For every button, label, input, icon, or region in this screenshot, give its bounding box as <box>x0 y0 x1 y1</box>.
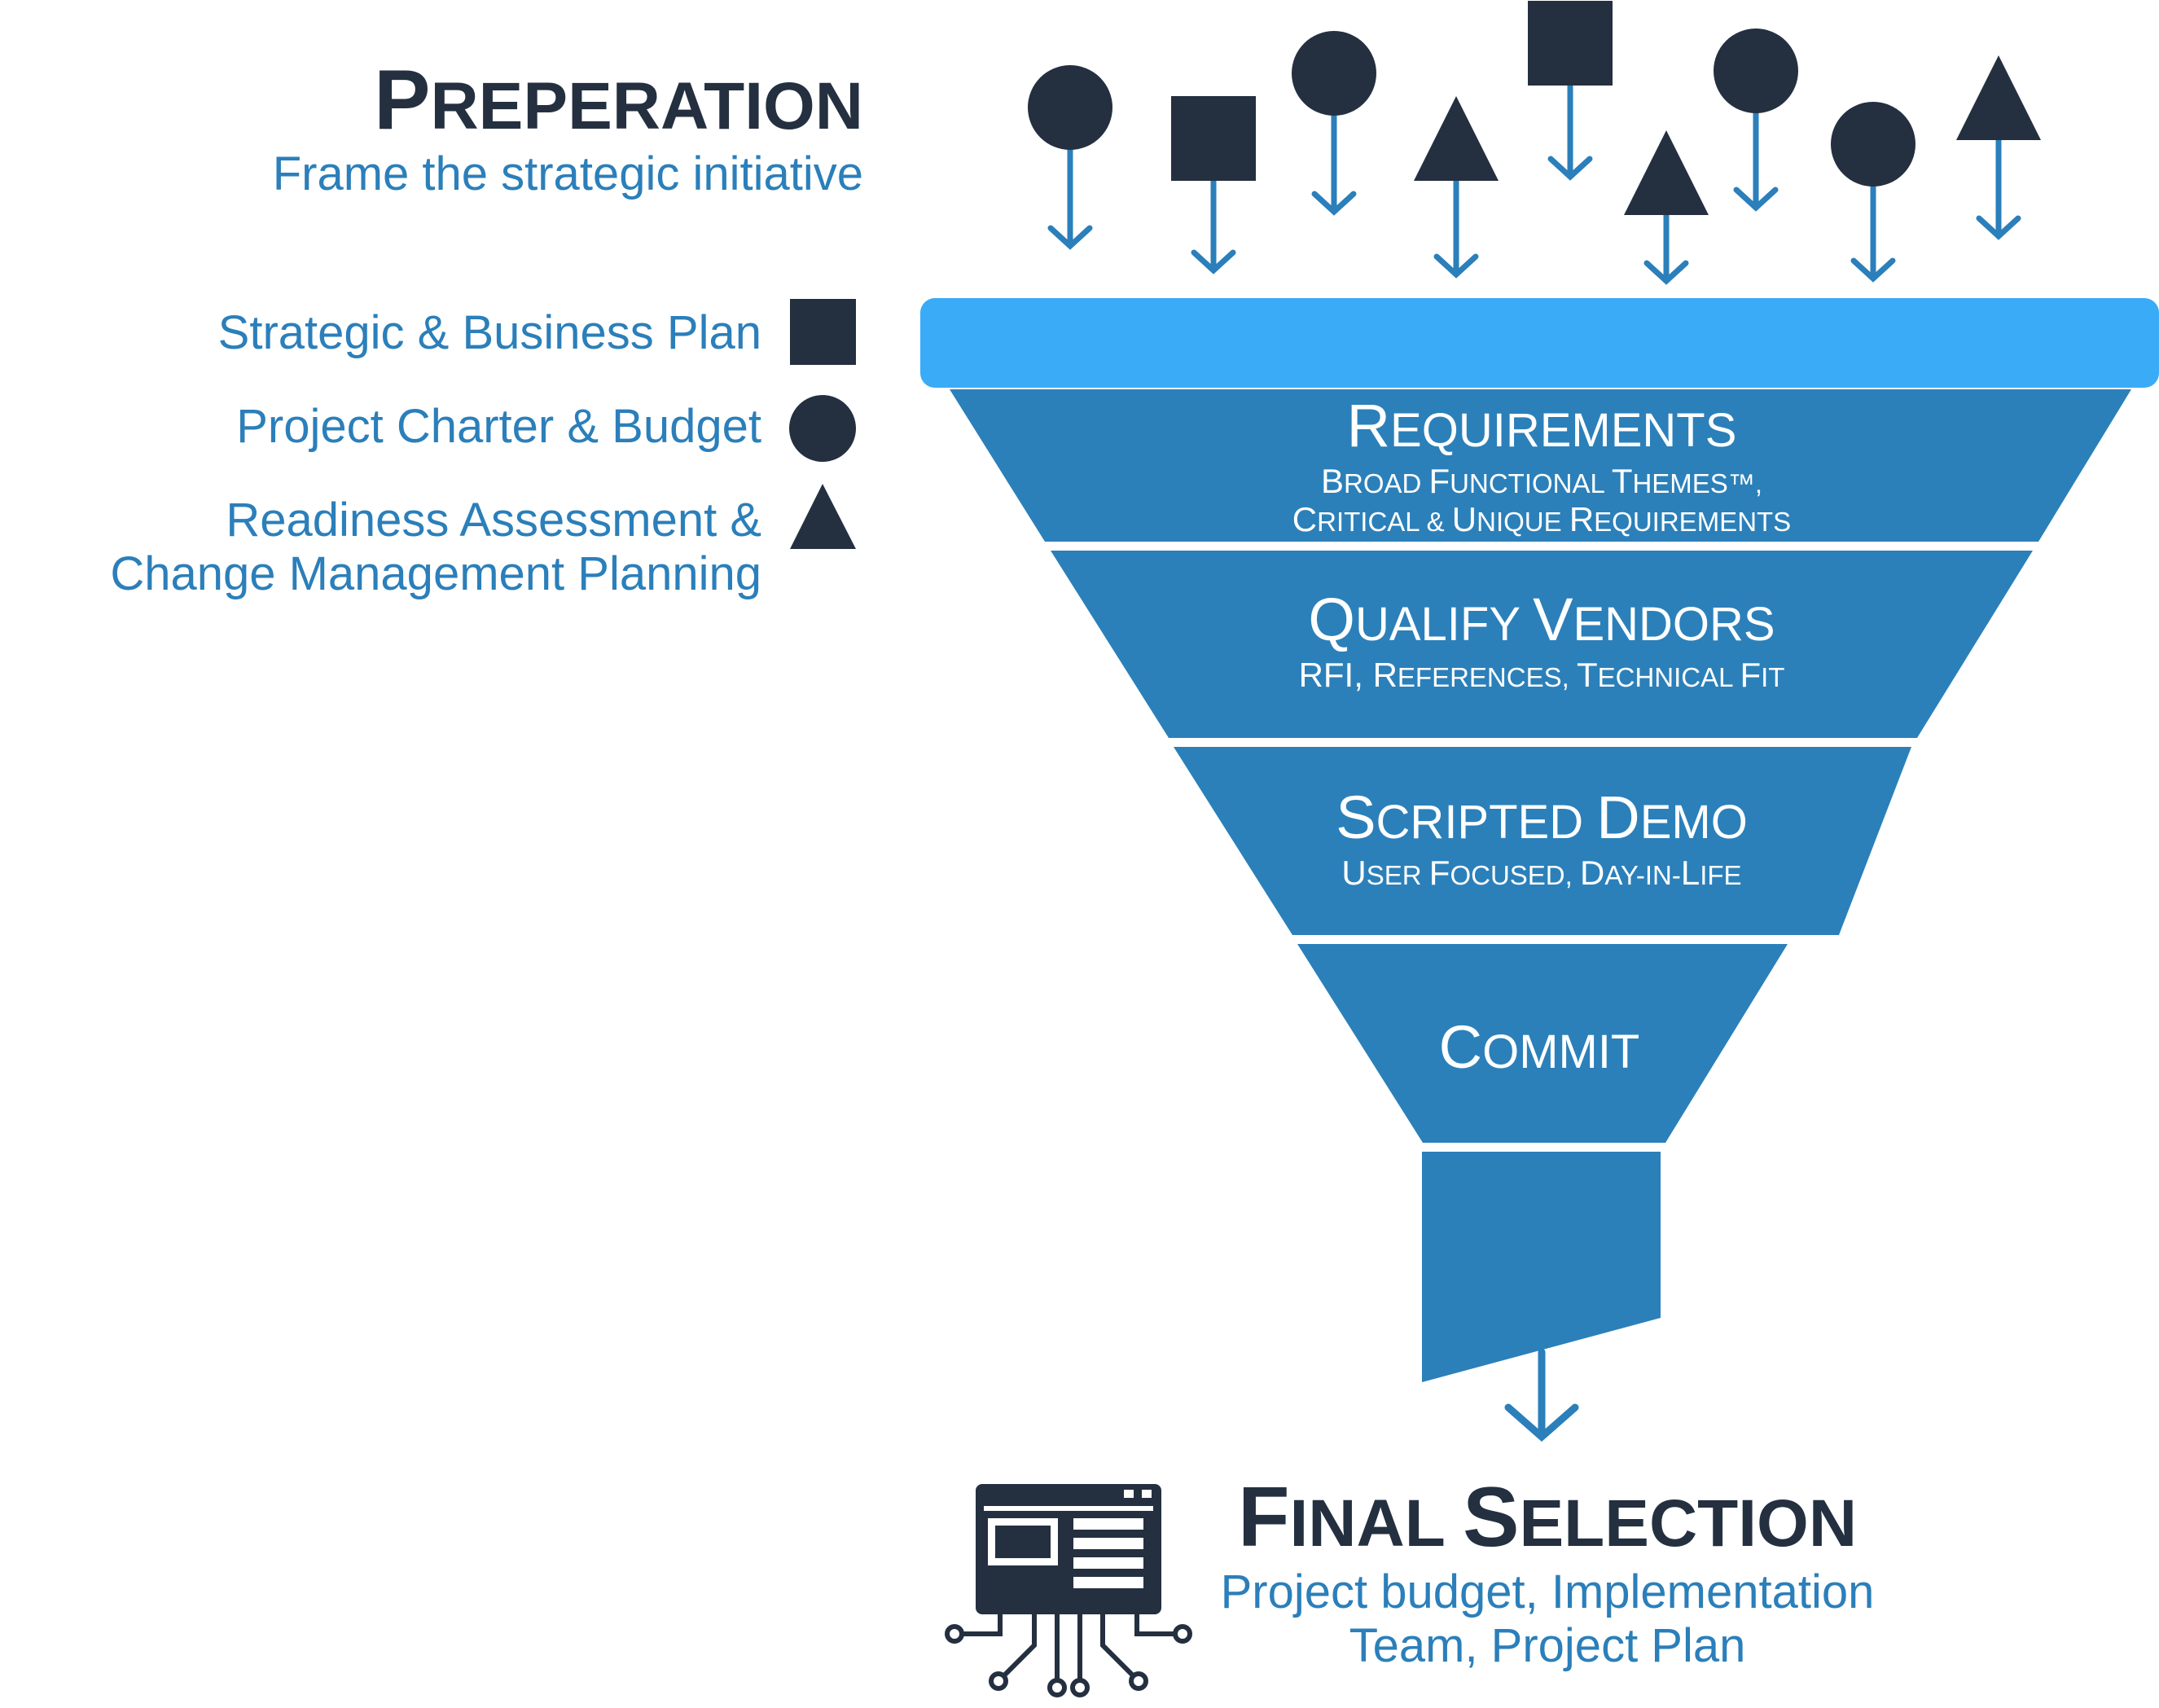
triangle-icon <box>1414 96 1499 181</box>
arrowhead-icon <box>1191 249 1236 274</box>
stage-scripted-demo-title: SCRIPTED DEMO <box>1336 784 1748 851</box>
arrowhead-icon <box>1733 187 1779 212</box>
stage-qualify-vendors-title: QUALIFY VENDORS <box>1308 586 1775 653</box>
output-arrow <box>1504 1348 1579 1442</box>
stage-qualify-vendors-detail: RFI, REFERENCES, TECHNICAL FIT <box>1299 656 1785 694</box>
preparation-title: PREPERATION <box>374 53 863 147</box>
funnel-spout <box>1422 1152 1661 1382</box>
circle-icon <box>1831 102 1915 187</box>
arrowhead-icon <box>1047 225 1093 250</box>
stage-requirements-title: REQUIREMENTS <box>1347 392 1737 459</box>
final-selection-subtitle-1: Project budget, Implementation <box>1221 1565 1875 1618</box>
circle-icon <box>789 395 856 462</box>
falling-square-5 <box>1528 1 1613 181</box>
arrowhead-icon <box>1433 253 1479 279</box>
falling-circle-3 <box>1292 31 1376 216</box>
funnel-stage-scripted-demo <box>1174 747 1911 935</box>
stage-requirements-detail-1: BROAD FUNCTIONAL THEMES™, <box>1321 462 1762 500</box>
arrowhead-icon <box>1643 260 1689 285</box>
falling-shapes <box>1028 1 2041 285</box>
falling-square-2 <box>1171 96 1256 274</box>
final-selection-title: FINAL SELECTION <box>1238 1470 1857 1565</box>
final-selection-subtitle-2: Team, Project Plan <box>1349 1619 1746 1672</box>
stage-commit-title: COMMIT <box>1439 1013 1640 1081</box>
funnel-stage-requirements <box>950 389 2131 542</box>
falling-triangle-6 <box>1624 130 1709 285</box>
square-icon <box>1171 96 1256 181</box>
legend-label-charter: Project Charter & Budget <box>236 400 761 453</box>
stage-requirements-detail-2: CRITICAL & UNIQUE REQUIREMENTS <box>1292 500 1791 538</box>
square-icon <box>1528 1 1613 86</box>
falling-triangle-4 <box>1414 96 1499 279</box>
funnel <box>920 298 2159 1382</box>
computer-chip-icon <box>945 1484 1192 1697</box>
legend-label-readiness-1: Readiness Assessment & <box>226 494 761 547</box>
preparation-subtitle: Frame the strategic initiative <box>273 147 863 200</box>
falling-circle-7 <box>1714 29 1798 212</box>
square-icon <box>790 299 856 365</box>
legend-label-readiness-2: Change Management Planning <box>110 547 761 600</box>
falling-circle-8 <box>1831 102 1915 283</box>
stage-scripted-demo-detail: USER FOCUSED, DAY-IN-LIFE <box>1341 854 1741 892</box>
falling-circle-1 <box>1028 65 1112 250</box>
circle-icon <box>1028 65 1112 150</box>
triangle-icon <box>790 484 856 549</box>
circle-icon <box>1292 31 1376 116</box>
funnel-stage-qualify-vendors <box>1051 551 2033 738</box>
arrowhead-icon <box>1850 257 1896 283</box>
legend: Strategic & Business Plan Project Charte… <box>110 299 856 600</box>
funnel-rim <box>920 298 2159 388</box>
arrowhead-icon <box>1547 156 1593 181</box>
triangle-icon <box>1624 130 1709 215</box>
triangle-icon <box>1956 55 2041 140</box>
arrowhead-icon <box>1311 191 1357 216</box>
falling-triangle-9 <box>1956 55 2041 240</box>
funnel-stage-commit <box>1297 944 1788 1143</box>
legend-label-strategic: Strategic & Business Plan <box>218 306 761 359</box>
arrowhead-icon <box>1976 215 2021 240</box>
circle-icon <box>1714 29 1798 113</box>
